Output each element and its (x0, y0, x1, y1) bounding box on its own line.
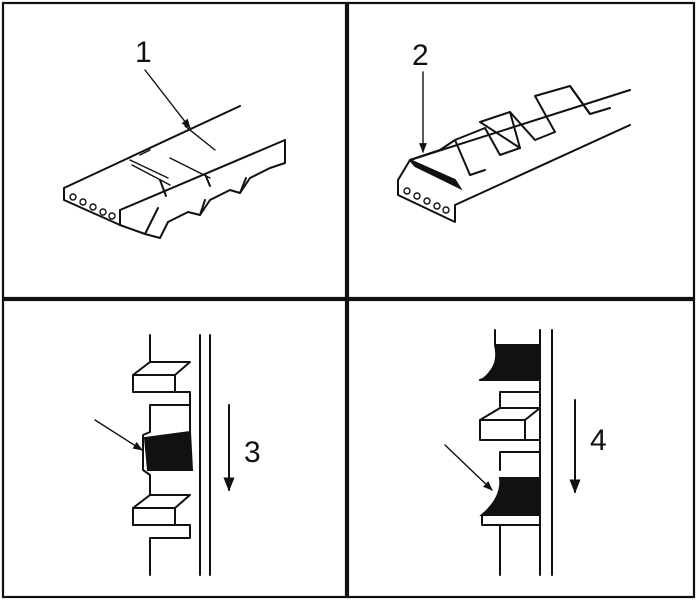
belt-side-view-3 (132, 334, 211, 576)
panel-bottom-left-frame (1, 298, 348, 599)
panel-bottom-right: 4 (444, 329, 607, 576)
worn-tooth-mark-3 (143, 430, 194, 471)
panel-top-left-frame (1, 1, 348, 300)
label-3: 3 (244, 436, 261, 469)
pointer-arrow-4 (444, 444, 493, 491)
panel-bottom-right-frame (346, 298, 696, 599)
panel-top-left: 1 (63, 36, 286, 239)
worn-tooth-mark-4b (479, 477, 541, 516)
worn-tooth-mark-4a (479, 344, 541, 381)
panel-bottom-left: 3 (94, 334, 261, 576)
pointer-arrow-3 (94, 419, 143, 451)
pointer-arrow-1 (144, 69, 191, 129)
worn-edge-mark (409, 159, 463, 191)
label-1: 1 (135, 36, 152, 69)
panel-top-right: 2 (397, 39, 631, 223)
panel-top-right-frame (346, 1, 696, 300)
cord-holes (69, 193, 116, 220)
label-2: 2 (412, 39, 429, 72)
cord-holes-2 (403, 187, 450, 214)
belt-worn-edge-drawing (397, 85, 631, 223)
belt-cracked-back-drawing (63, 105, 286, 239)
belt-side-view-4 (479, 329, 553, 576)
label-4: 4 (590, 424, 607, 457)
